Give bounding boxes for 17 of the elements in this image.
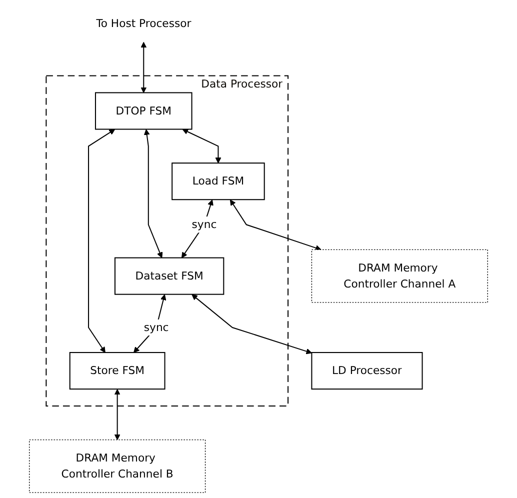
node-box: DRAM Memory Controller Channel B (29, 439, 206, 493)
arrow (230, 200, 322, 251)
edge-label: sync (144, 320, 169, 334)
node-box: DTOP FSM (94, 92, 192, 130)
arrow (144, 129, 163, 258)
node-box: Dataset FSM (114, 257, 224, 295)
node-box: DRAM Memory Controller Channel A (311, 249, 488, 303)
node-box: Load FSM (172, 162, 265, 200)
edge-label: sync (192, 218, 217, 231)
node-box: Store FSM (69, 352, 166, 390)
arrow (182, 128, 222, 164)
arrow (140, 42, 147, 93)
arrow (192, 294, 312, 354)
node-box: LD Processor (311, 352, 423, 390)
arrow (114, 389, 120, 440)
arrow (88, 129, 116, 353)
node-text: To Host Processor (96, 16, 192, 30)
